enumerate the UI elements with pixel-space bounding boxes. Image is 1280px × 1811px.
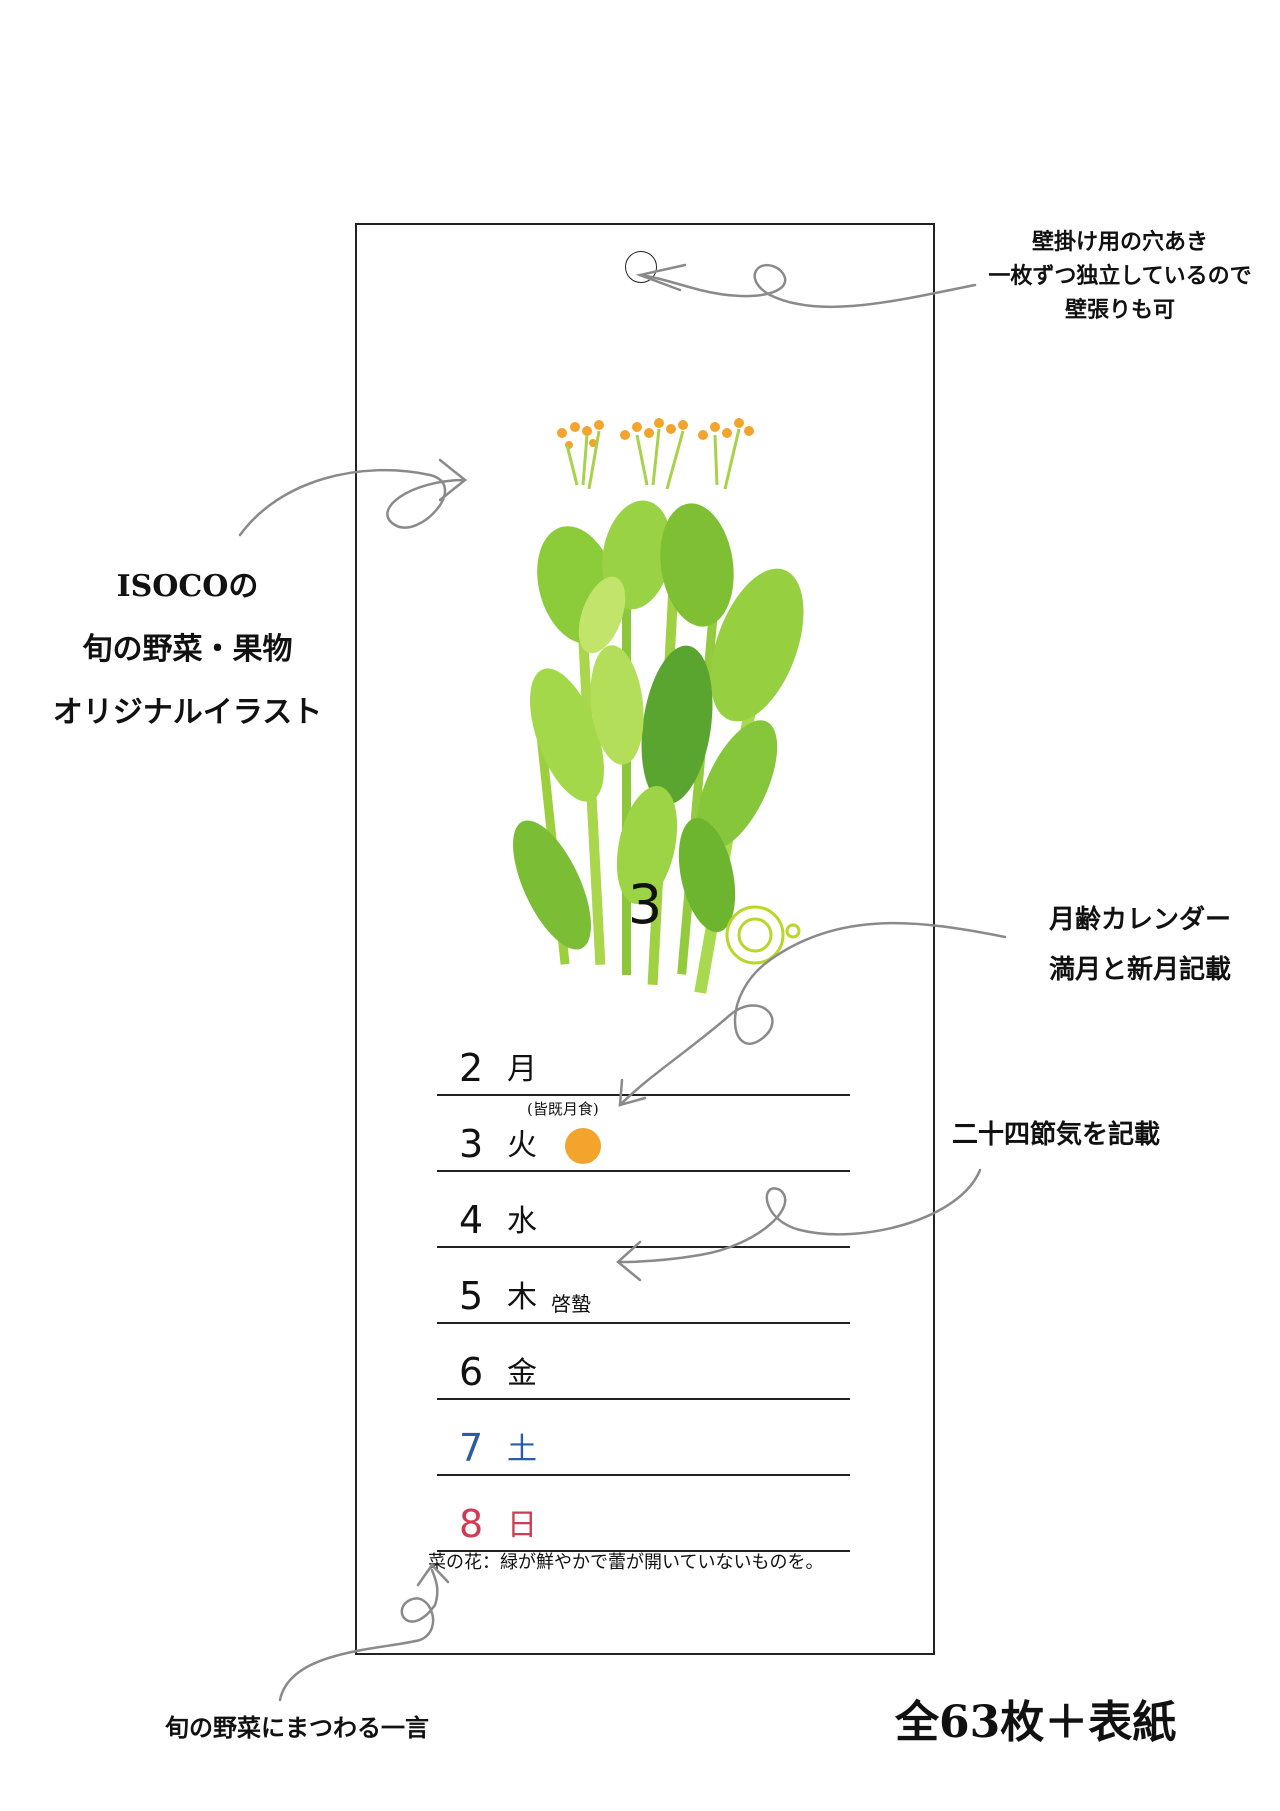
weekday-label: 金 xyxy=(507,1356,537,1391)
day-row: 8 日 xyxy=(437,1476,850,1552)
day-row: 2 月 xyxy=(437,1020,850,1096)
annotation-line: ISOCOの xyxy=(116,569,259,604)
day-number: 8 xyxy=(459,1502,484,1546)
annotation-line: 壁掛け用の穴あき xyxy=(1031,229,1208,255)
weekday-label: 日 xyxy=(507,1508,537,1543)
month-number: 3 xyxy=(627,873,663,936)
vegetable-memo: 菜の花：緑が鮮やかで蕾が開いていないものを。 xyxy=(428,1552,824,1573)
weekday-label: 水 xyxy=(507,1204,537,1239)
eclipse-note: (皆既月食) xyxy=(527,1100,599,1118)
day-row: 7 土 xyxy=(437,1400,850,1476)
annotation-line: オリジナルイラスト xyxy=(52,695,323,730)
illustration-annotation: ISOCOの 旬の野菜・果物 オリジナルイラスト xyxy=(20,555,355,744)
annotation-line: 満月と新月記載 xyxy=(1048,955,1231,985)
calendar-card: 3 2 月 (皆既月食) 3 火 4 水 5 木 啓蟄 6 金 7 土 8 日 … xyxy=(355,223,935,1655)
day-row: 5 木 啓蟄 xyxy=(437,1248,850,1324)
solar-term-label: 啓蟄 xyxy=(551,1292,591,1316)
sheet-count: 全63枚＋表紙 xyxy=(895,1697,1177,1748)
weekday-label: 土 xyxy=(507,1432,537,1467)
annotation-line: 旬の野菜・果物 xyxy=(82,632,293,667)
day-number: 2 xyxy=(459,1046,484,1090)
day-number: 6 xyxy=(459,1350,484,1394)
full-moon-icon xyxy=(565,1128,601,1164)
nanohana-illustration xyxy=(513,418,804,994)
solar-terms-annotation: 二十四節気を記載 xyxy=(952,1120,1161,1150)
day-number: 7 xyxy=(459,1426,484,1470)
day-row: (皆既月食) 3 火 xyxy=(437,1096,850,1172)
weekday-label: 木 xyxy=(507,1280,537,1315)
annotation-line: 壁張りも可 xyxy=(1064,297,1175,323)
day-row: 4 水 xyxy=(437,1172,850,1248)
annotation-line: 月齢カレンダー xyxy=(1048,905,1231,935)
memo-annotation: 旬の野菜にまつわる一言 xyxy=(165,1713,429,1742)
weekday-label: 火 xyxy=(507,1128,537,1163)
day-number: 3 xyxy=(459,1122,484,1166)
day-row: 6 金 xyxy=(437,1324,850,1400)
weekday-label: 月 xyxy=(507,1052,537,1087)
moon-calendar-annotation: 月齢カレンダー 満月と新月記載 xyxy=(1015,895,1265,995)
day-number: 5 xyxy=(459,1274,484,1318)
hanging-hole xyxy=(625,251,657,283)
day-number: 4 xyxy=(459,1198,484,1242)
annotation-line: 一枚ずつ独立しているので xyxy=(988,263,1252,289)
hole-annotation: 壁掛け用の穴あき 一枚ずつ独立しているので 壁張りも可 xyxy=(975,225,1265,327)
